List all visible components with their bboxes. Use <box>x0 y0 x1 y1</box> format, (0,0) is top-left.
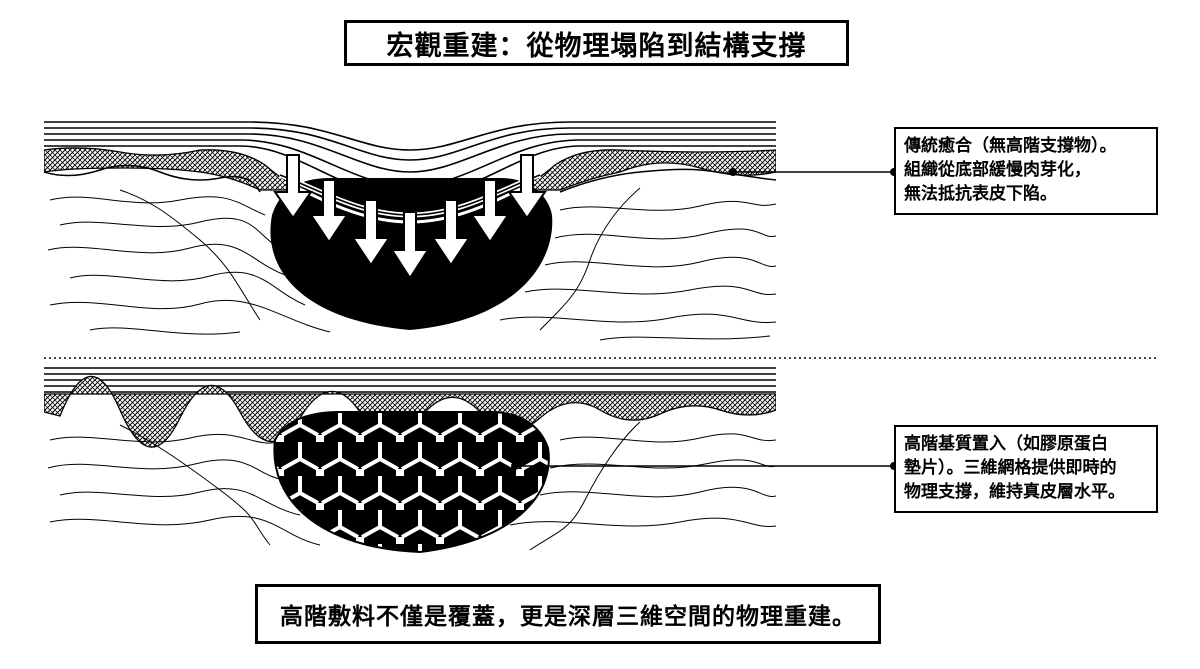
page-title: 宏觀重建：從物理塌陷到結構支撐 <box>344 20 849 66</box>
summary-caption: 高階敷料不僅是覆蓋，更是深層三維空間的物理重建。 <box>255 584 881 644</box>
top-skin-cross-section <box>44 121 776 341</box>
callout-line: 無法抵抗表皮下陷。 <box>904 184 1057 204</box>
callout-line: 墊片）。三維網格提供即時的 <box>904 458 1117 478</box>
top-callout-pointer <box>729 168 898 176</box>
callout-line: 組織從底部緩慢肉芽化， <box>904 160 1091 180</box>
downward-pressure-arrows <box>273 154 547 280</box>
traditional-healing-callout: 傳統癒合（無高階支撐物）。 組織從底部緩慢肉芽化， 無法抵抗表皮下陷。 <box>894 127 1158 215</box>
callout-line: 傳統癒合（無高階支撐物）。 <box>904 136 1117 156</box>
matrix-implant-callout: 高階基質置入（如膠原蛋白 墊片）。三維網格提供即時的 物理支撐，維持真皮層水平。 <box>894 425 1158 513</box>
callout-line: 物理支撐，維持真皮層水平。 <box>904 482 1125 502</box>
bottom-callout-pointer <box>511 462 898 470</box>
3d-lattice-scaffold <box>273 411 550 554</box>
callout-line: 高階基質置入（如膠原蛋白 <box>904 434 1108 454</box>
bottom-skin-cross-section <box>44 367 776 554</box>
